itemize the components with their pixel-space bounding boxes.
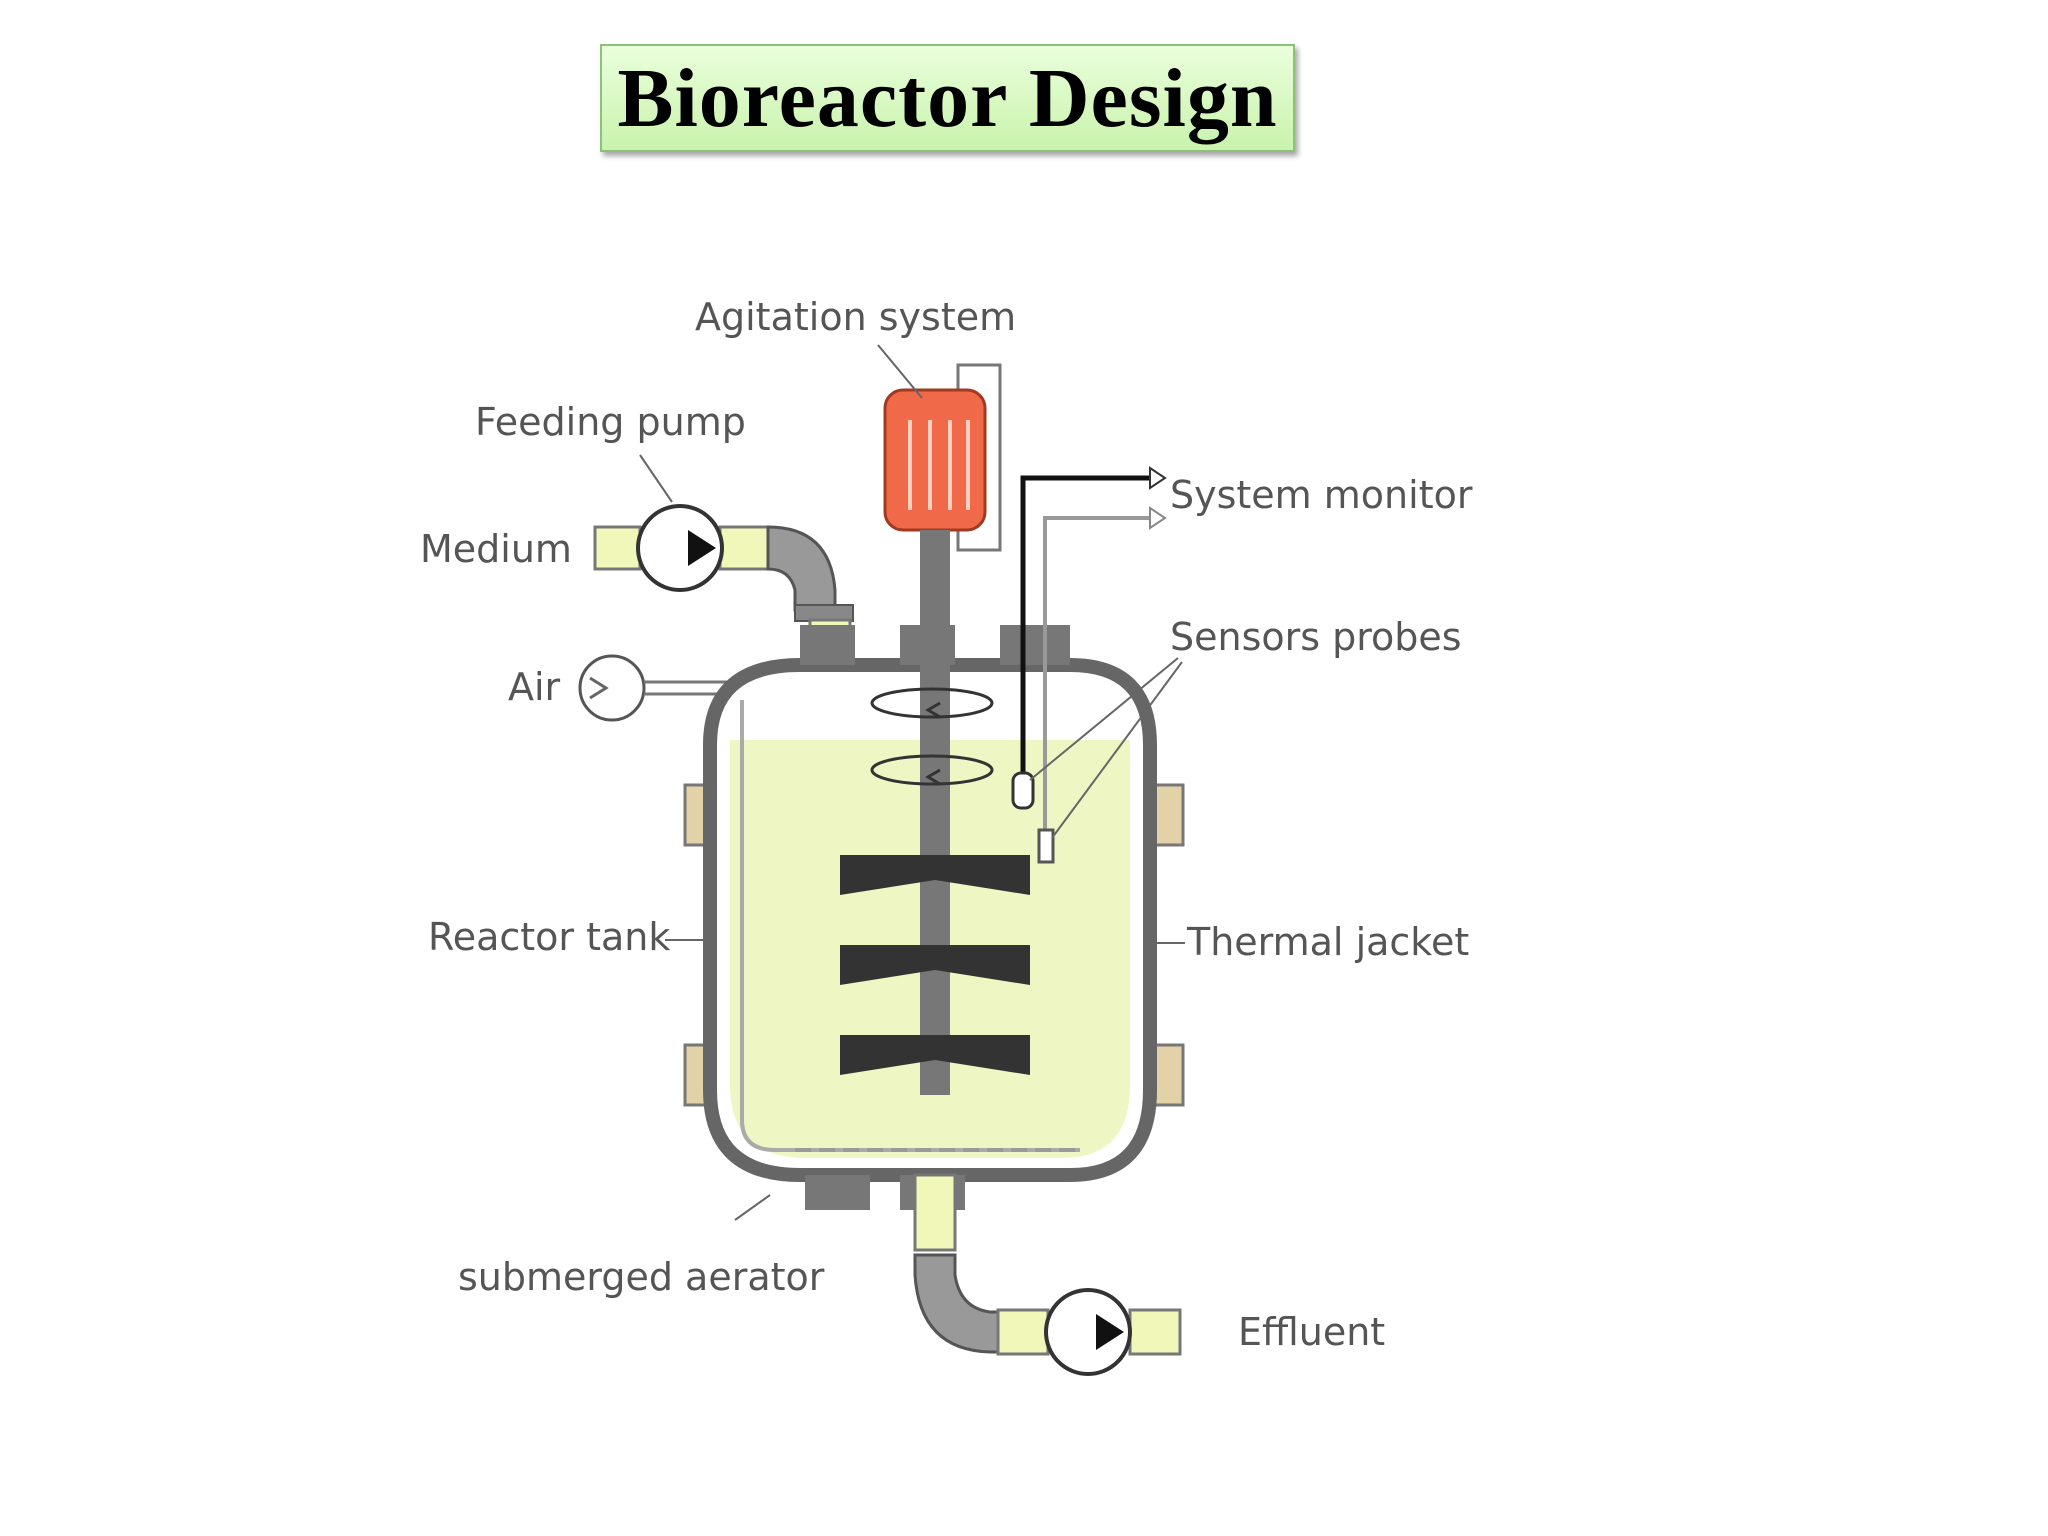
label-system-monitor: System monitor — [1170, 473, 1473, 517]
label-air: Air — [508, 665, 561, 709]
sensor-probe-icon — [1011, 771, 1055, 864]
agitation-motor-icon — [883, 363, 1002, 552]
title-box: Bioreactor Design — [600, 44, 1295, 152]
impeller-blades — [840, 855, 1030, 1075]
label-reactor-tank: Reactor tank — [428, 915, 670, 959]
agitator-shaft — [920, 530, 950, 1095]
sensor-lines — [1020, 466, 1167, 840]
label-sensors-probes: Sensors probes — [1170, 615, 1462, 659]
page-title: Bioreactor Design — [617, 51, 1278, 145]
label-thermal-jacket: Thermal jacket — [1186, 920, 1469, 964]
label-feeding-pump: Feeding pump — [475, 400, 746, 444]
rotation-arrows — [870, 687, 994, 786]
leader-lines — [639, 344, 1185, 1221]
effluent-pump-icon — [1044, 1288, 1132, 1376]
label-effluent: Effluent — [1238, 1310, 1385, 1354]
effluent-outlet-pipe — [913, 1173, 1182, 1356]
label-medium: Medium — [420, 527, 572, 571]
label-agitation-system: Agitation system — [695, 295, 1016, 339]
label-submerged-aerator: submerged aerator — [458, 1255, 825, 1299]
feeding-pump-icon — [636, 504, 724, 592]
